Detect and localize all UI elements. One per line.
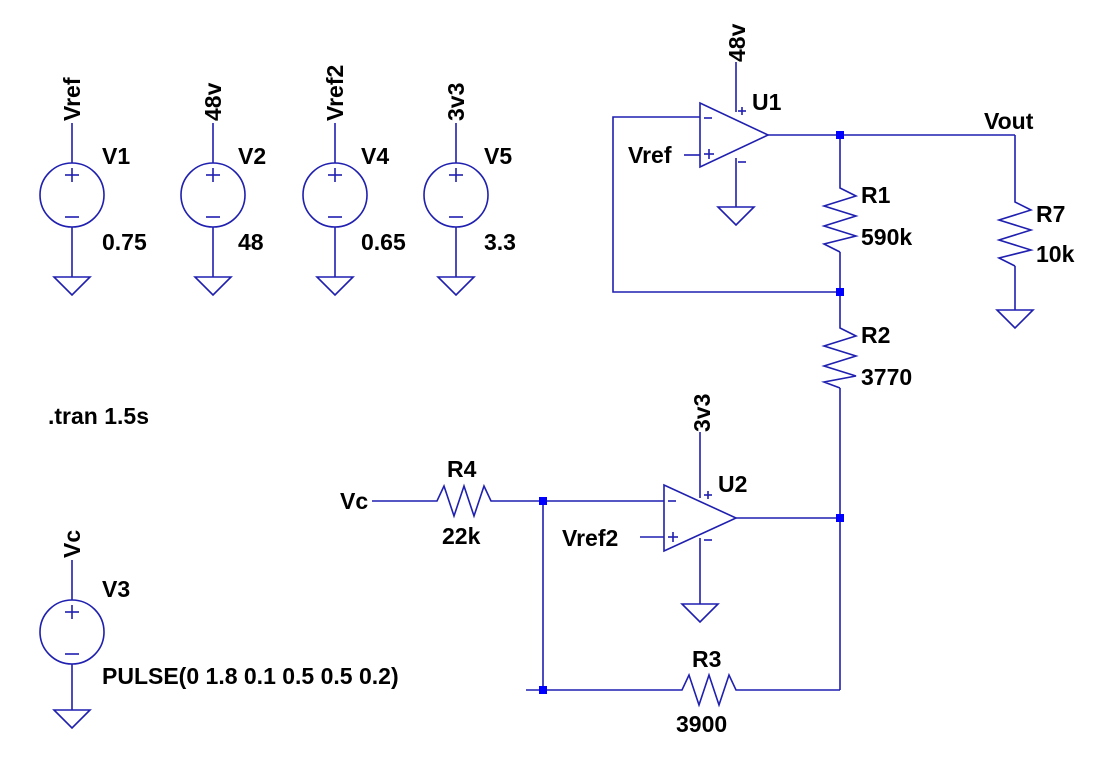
opamp-u2-triangle xyxy=(663,483,738,553)
net-label-vout: Vout xyxy=(984,108,1034,134)
u1-wiring xyxy=(612,116,1035,690)
resistor-r3-name: R3 xyxy=(692,646,721,672)
opamp-u2-in-plus-label: Vref2 xyxy=(562,525,618,551)
spice-directive[interactable]: .tran 1.5s xyxy=(48,403,149,429)
resistor-r2-zigzag xyxy=(821,318,859,389)
junction-dot xyxy=(539,686,547,694)
ground-icon xyxy=(193,276,233,297)
source-v3-name: V3 xyxy=(102,576,130,602)
resistor-r3-zigzag xyxy=(672,672,746,708)
resistor-r3-value: 3900 xyxy=(676,711,727,737)
junction-dot xyxy=(836,514,844,522)
source-v4-net-label: Vref2 xyxy=(322,65,348,121)
source-v1-net-label: Vref xyxy=(59,77,85,121)
opamp-u1-triangle xyxy=(699,101,770,169)
ground-icon xyxy=(995,309,1035,330)
source-v3[interactable]: Vc V3 PULSE(0 1.8 0.1 0.5 0.5 0.2) xyxy=(39,530,399,730)
opamp-u2-name: U2 xyxy=(718,471,747,497)
junctions xyxy=(539,131,844,694)
resistor-r4-value: 22k xyxy=(442,523,481,549)
resistor-r1[interactable]: R1 590k xyxy=(821,178,912,253)
resistor-r4-name: R4 xyxy=(447,456,477,482)
ground-icon xyxy=(680,603,720,624)
junction-dot xyxy=(836,131,844,139)
source-v2[interactable]: 48v V2 48 xyxy=(180,82,266,297)
source-v5[interactable]: 3v3 V5 3.3 xyxy=(423,83,516,297)
resistor-r4[interactable]: R4 22k xyxy=(427,456,498,549)
source-v3-value: PULSE(0 1.8 0.1 0.5 0.5 0.2) xyxy=(102,663,399,689)
junction-dot xyxy=(539,497,547,505)
opamp-u2-supply-label: 3v3 xyxy=(689,394,715,432)
source-v3-net-label: Vc xyxy=(59,530,85,558)
source-v2-net-label: 48v xyxy=(200,82,226,121)
source-v5-net-label: 3v3 xyxy=(443,83,469,121)
opamp-u1[interactable]: 48v U1 Vref xyxy=(628,23,782,227)
junction-dot xyxy=(836,288,844,296)
source-v5-value: 3.3 xyxy=(484,229,516,255)
resistor-r7-value: 10k xyxy=(1036,241,1075,267)
opamp-u1-supply-label: 48v xyxy=(724,23,750,62)
resistor-r7-name: R7 xyxy=(1036,201,1065,227)
opamp-u1-name: U1 xyxy=(752,89,782,115)
resistor-r1-zigzag xyxy=(821,178,859,253)
ground-icon xyxy=(716,206,756,227)
resistor-r1-value: 590k xyxy=(861,224,912,250)
opamp-u2[interactable]: 3v3 U2 Vref2 xyxy=(562,394,747,624)
resistor-r2-name: R2 xyxy=(861,322,890,348)
ground-icon xyxy=(52,276,92,297)
net-label-vc: Vc xyxy=(340,488,368,514)
source-v2-name: V2 xyxy=(238,143,266,169)
source-v4[interactable]: Vref2 V4 0.65 xyxy=(302,65,406,297)
resistor-r2[interactable]: R2 3770 xyxy=(821,318,912,390)
source-v1[interactable]: Vref V1 0.75 xyxy=(39,77,147,297)
source-v2-value: 48 xyxy=(238,229,264,255)
source-v4-value: 0.65 xyxy=(361,229,406,255)
source-v5-name: V5 xyxy=(484,143,512,169)
ground-icon xyxy=(436,276,476,297)
resistor-r1-name: R1 xyxy=(861,182,891,208)
resistor-r2-value: 3770 xyxy=(861,364,912,390)
resistor-r7-zigzag xyxy=(996,192,1034,267)
ground-icon xyxy=(52,709,92,730)
ground-icon xyxy=(315,276,355,297)
u2-wiring xyxy=(372,500,840,691)
source-v1-name: V1 xyxy=(102,143,130,169)
opamp-u1-in-plus-label: Vref xyxy=(628,142,672,168)
resistor-r4-zigzag xyxy=(427,483,498,519)
source-v1-value: 0.75 xyxy=(102,229,147,255)
source-v4-name: V4 xyxy=(361,143,389,169)
resistor-r7[interactable]: R7 10k xyxy=(996,192,1075,267)
resistor-r3[interactable]: R3 3900 xyxy=(672,646,746,737)
